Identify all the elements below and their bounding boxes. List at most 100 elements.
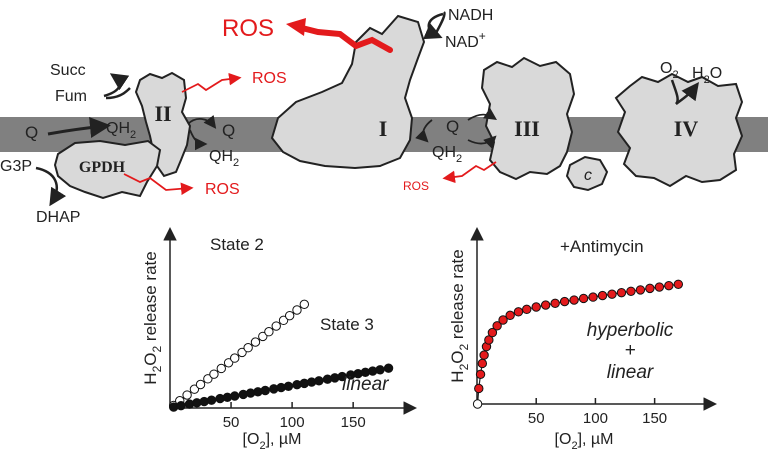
chart-right-series-0-point-7	[487, 327, 498, 338]
nad-label: NAD+	[445, 29, 486, 51]
chart-right-series-0-point-13	[531, 302, 541, 312]
complex-iv-label: IV	[674, 116, 699, 141]
membrane-diagram: II GPDH I III c IV ROS NADH NAD+ Succ Fu…	[0, 7, 768, 226]
chart-right-annotation-line2: +	[624, 340, 635, 361]
chart-right-series-0-point-0	[472, 399, 483, 409]
chart-right-series-0-point-23	[626, 286, 636, 296]
nad-arrow	[423, 12, 444, 40]
qh2-i-arrow-right	[467, 135, 497, 149]
chart-left-series-0-point-15	[271, 321, 281, 331]
chart-right-series-0-point-25	[645, 283, 655, 294]
complex-iii-label: III	[514, 116, 540, 141]
chart-right-series-label: +Antimycin	[560, 237, 644, 256]
ros-arrowhead-complex-i	[286, 18, 306, 36]
chart-right-series-0-point-20	[597, 290, 608, 301]
chart-left-x-tick-label-2: 150	[341, 414, 366, 431]
chart-right-series-0-point-4	[479, 350, 489, 360]
o2-label: O2	[660, 60, 679, 81]
chart-left-series-0-point-11	[243, 343, 253, 353]
chart-left-annotation: linear	[342, 374, 389, 395]
chart-right-series-0-point-11	[513, 307, 524, 317]
q-i-arrow-right	[467, 107, 497, 121]
complex-iii-shape	[480, 56, 576, 181]
qh2-i-label: QH2	[432, 144, 462, 165]
fum-label: Fum	[55, 88, 87, 105]
chart-right-series-0-point-10	[505, 310, 515, 321]
ros-arrow-complex-i	[299, 25, 393, 53]
chart-left-series-1-point-15	[283, 381, 294, 391]
chart-right-series-0-point-14	[540, 300, 551, 310]
chart-right-x-label: [O2], µM	[555, 431, 614, 452]
chart-left-series-1-point-28	[383, 363, 394, 373]
chart-right-series-0-point-19	[588, 292, 598, 302]
chart-right-series-0-point-3	[477, 358, 488, 369]
complex-ii-label: II	[154, 101, 171, 126]
chart-right-series-0-point-15	[550, 298, 560, 309]
chart-left-series-1-point-27	[375, 365, 385, 375]
chart-right-series	[472, 279, 684, 409]
chart-right-series-0-point-26	[654, 282, 665, 292]
g3p-dhap-arrow	[35, 166, 67, 207]
h2o-label: H2O	[692, 65, 722, 86]
ros-label-complex-ii: ROS	[252, 70, 287, 87]
ros-arrow-gpdh	[123, 173, 194, 196]
cytochrome-c-label: c	[584, 167, 592, 184]
h2o-arrow	[675, 82, 700, 106]
qh2-ii-arrow	[189, 129, 208, 151]
chart-right-y-label: H2O2 release rate	[448, 249, 471, 382]
chart-left-series-0-point-10	[237, 347, 247, 358]
chart-right-x-tick-label-1: 100	[583, 410, 608, 427]
chart-left-series-0-point-7	[216, 363, 226, 374]
chart-left-x-tick-label-0: 50	[223, 414, 240, 431]
chart-right-series-0-point-21	[607, 289, 617, 299]
chart-right-series-0-point-2	[475, 369, 486, 380]
chart-right-series-0-point-18	[578, 293, 589, 304]
chart-right-annotation-line1: hyperbolic	[587, 320, 674, 341]
gpdh-shape	[53, 139, 162, 200]
dhap-label: DHAP	[36, 209, 80, 226]
chart-right-series-0-point-9	[498, 315, 508, 325]
chart-right-series-0-point-28	[673, 279, 684, 290]
chart-left-series-0-point-5	[203, 374, 213, 384]
chart-left-series-0-point-2	[182, 390, 192, 400]
chart-right-series-0-point-24	[635, 285, 646, 295]
chart-left-series-0-point-9	[230, 353, 240, 363]
nadh-label: NADH	[448, 7, 493, 24]
ros-label-complex-iii: ROS	[403, 179, 429, 193]
q-i-label: Q	[446, 117, 459, 136]
chart-right-series-0-point-22	[616, 287, 627, 298]
ros-arrow-complex-ii	[181, 72, 242, 93]
qh2-left-label: QH2	[106, 120, 136, 141]
qh2-ii-label: QH2	[209, 148, 239, 169]
q-i-arrow-left	[415, 119, 433, 143]
chart-left-y-label: H2O2 release rate	[141, 251, 164, 384]
q-left-arrow	[47, 117, 111, 138]
chart-right-x-tick-label-2: 150	[642, 410, 667, 427]
gpdh-label: GPDH	[79, 159, 126, 176]
succ-fum-arrow-b	[105, 87, 131, 100]
chart-left-series-1-point-19	[314, 376, 324, 386]
q-ii-arrow	[187, 115, 217, 129]
chart-left-series-1-point-8	[230, 391, 240, 401]
chart-right-annotation-line3: linear	[607, 362, 654, 383]
chart-left-ticks: 50 100 150	[223, 402, 366, 431]
chart-left-series-0-point-16	[278, 315, 289, 326]
chart-left-x-tick-label-1: 100	[280, 414, 305, 431]
chart-left-series-1-point-5	[206, 395, 217, 405]
ros-label-gpdh: ROS	[205, 181, 240, 198]
q-ii-label: Q	[222, 121, 235, 140]
chart-left-series-0-point-18	[292, 305, 302, 315]
chart-left-x-label: [O2], µM	[243, 431, 302, 452]
chart-right-series-0-point-27	[664, 280, 674, 291]
chart-left-series	[168, 299, 394, 412]
chart-right-series-0-point-1	[474, 383, 484, 394]
complex-iv-shape	[614, 72, 744, 188]
chart-right-series-0-point-6	[484, 335, 494, 345]
succ-label: Succ	[50, 62, 86, 79]
q-left-label: Q	[25, 123, 38, 142]
ros-arrow-complex-iii	[442, 161, 497, 184]
chart-right-series-0-point-16	[559, 296, 570, 307]
